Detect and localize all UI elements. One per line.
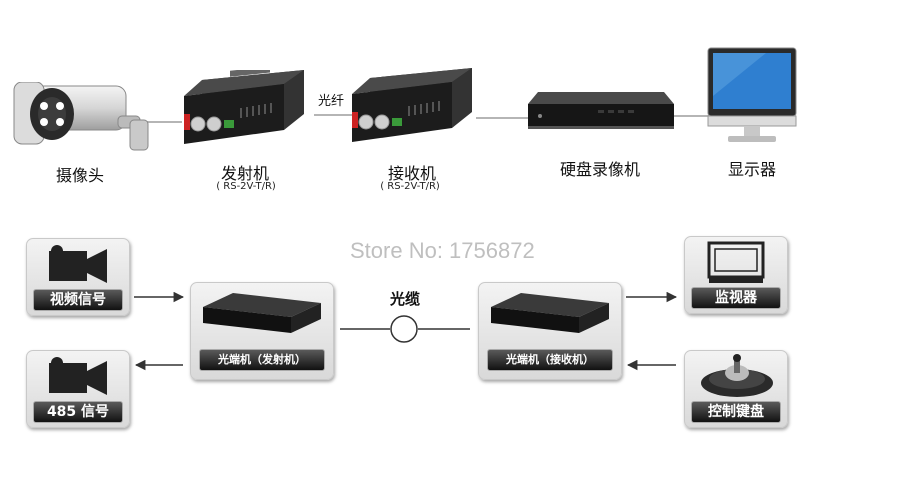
- receiver-label: 接收机: [387, 164, 436, 183]
- fiber-transceiver-icon: [348, 68, 480, 150]
- ptz-joystick-icon: [697, 353, 777, 403]
- security-camera-icon: [12, 81, 152, 162]
- transmitter-box-tile: 光端机（发射机）: [190, 282, 334, 380]
- video-camera-icon: [43, 357, 113, 401]
- receiver-box-tile: 光端机（接收机）: [478, 282, 622, 380]
- keyboard-tile: 控制键盘: [684, 350, 788, 428]
- keyboard-label: 控制键盘: [691, 401, 781, 423]
- dvr-label: 硬盘录像机: [559, 160, 640, 179]
- optical-terminal-icon: [491, 293, 611, 343]
- video-signal-tile: 视频信号: [26, 238, 130, 316]
- transmitter-box-label: 光端机（发射机）: [199, 349, 325, 371]
- dvr-icon: [528, 92, 674, 132]
- optical-terminal-icon: [203, 293, 323, 343]
- video-signal-label: 视频信号: [33, 289, 123, 311]
- store-watermark: Store No: 1756872: [350, 238, 535, 263]
- video-camera-icon: [43, 245, 113, 289]
- receiver-box-label: 光端机（接收机）: [487, 349, 613, 371]
- camera-label: 摄像头: [55, 166, 104, 185]
- monitor-icon: [706, 46, 798, 146]
- monitor-icon: [707, 241, 765, 289]
- signal-485-label: 485 信号: [33, 401, 123, 423]
- signal-485-tile: 485 信号: [26, 350, 130, 428]
- fiber-transceiver-icon: [180, 66, 312, 152]
- fiber-link-label: 光纤: [318, 94, 345, 109]
- receiver-model: ( RS-2V-T/R): [380, 181, 440, 192]
- cable-label: 光缆: [390, 290, 421, 308]
- monitor-tile: 监视器: [684, 236, 788, 314]
- transmitter-label: 发射机: [220, 164, 269, 183]
- monitor-box-label: 监视器: [691, 287, 781, 309]
- monitor-label: 显示器: [727, 160, 776, 179]
- transmitter-model: ( RS-2V-T/R): [216, 181, 276, 192]
